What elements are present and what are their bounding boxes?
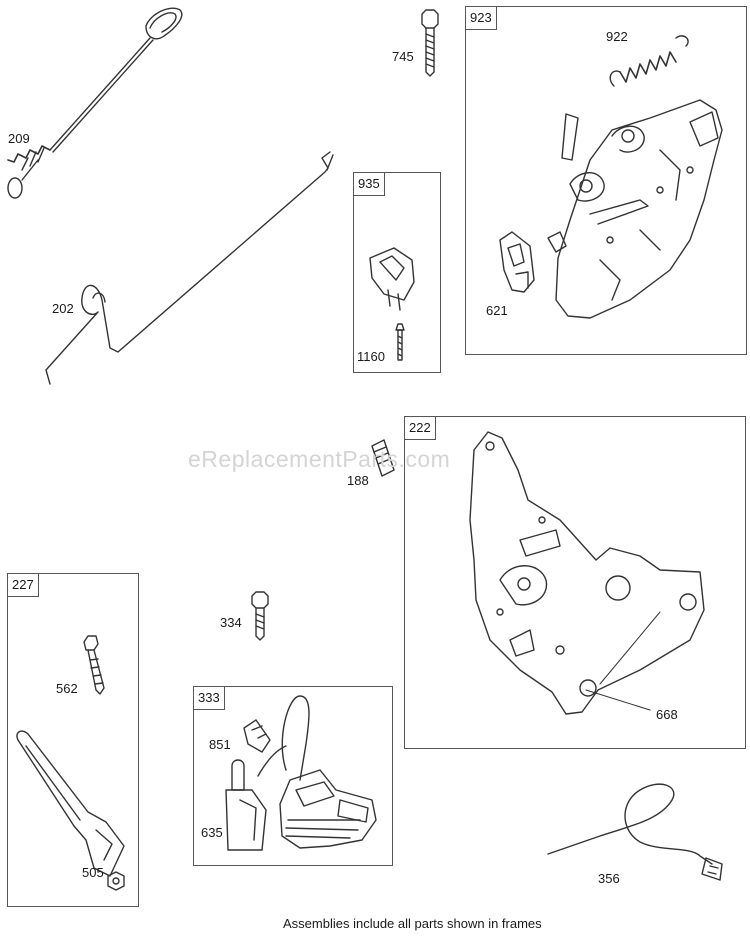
callout-851: 851: [209, 737, 231, 752]
frame-label-222: 222: [405, 417, 436, 440]
part-202-wire-rod: [45, 151, 334, 385]
part-334-bolt: [251, 591, 269, 641]
callout-356: 356: [598, 871, 620, 886]
part-188-screw: [371, 439, 395, 477]
callout-922: 922: [606, 29, 628, 44]
callout-668: 668: [656, 707, 678, 722]
watermark: eReplacementParts.com: [188, 446, 451, 472]
callout-1160: 1160: [357, 349, 385, 364]
assembly-frame-333: 333: [193, 686, 393, 866]
callout-621: 621: [486, 303, 508, 318]
callout-202: 202: [52, 301, 74, 316]
assembly-frame-923: 923: [465, 6, 747, 355]
callout-505: 505: [82, 865, 104, 880]
part-562-screw: [83, 635, 105, 695]
callout-635: 635: [201, 825, 223, 840]
frame-label-923: 923: [466, 7, 497, 30]
assembly-frame-227: 227: [7, 573, 139, 907]
part-851-clip: [243, 719, 271, 753]
frame-label-227: 227: [8, 574, 39, 597]
assembly-frame-222: 222: [404, 416, 746, 749]
callout-209: 209: [8, 131, 30, 146]
part-333-ignition-coil: [257, 695, 377, 849]
part-356-wire: [547, 783, 723, 881]
assembly-frame-935: 935: [353, 172, 441, 373]
part-635-plug-cap: [225, 759, 267, 851]
callout-334: 334: [220, 615, 242, 630]
part-227-lever: [16, 730, 125, 877]
frame-label-935: 935: [354, 173, 385, 196]
part-935-switch: [369, 247, 415, 361]
part-923-governor-assembly: [547, 99, 723, 319]
part-922-spring: [609, 35, 689, 87]
callout-745: 745: [392, 49, 414, 64]
part-222-bracket: [469, 431, 705, 715]
callout-562: 562: [56, 681, 78, 696]
part-621-clip: [499, 231, 535, 293]
footer-note: Assemblies include all parts shown in fr…: [283, 916, 542, 931]
part-209-spring-link: [7, 7, 183, 199]
frame-label-333: 333: [194, 687, 225, 710]
part-745-bolt: [421, 9, 439, 77]
part-505-nut: [107, 871, 125, 891]
callout-188: 188: [347, 473, 369, 488]
leader-668: [585, 689, 651, 711]
